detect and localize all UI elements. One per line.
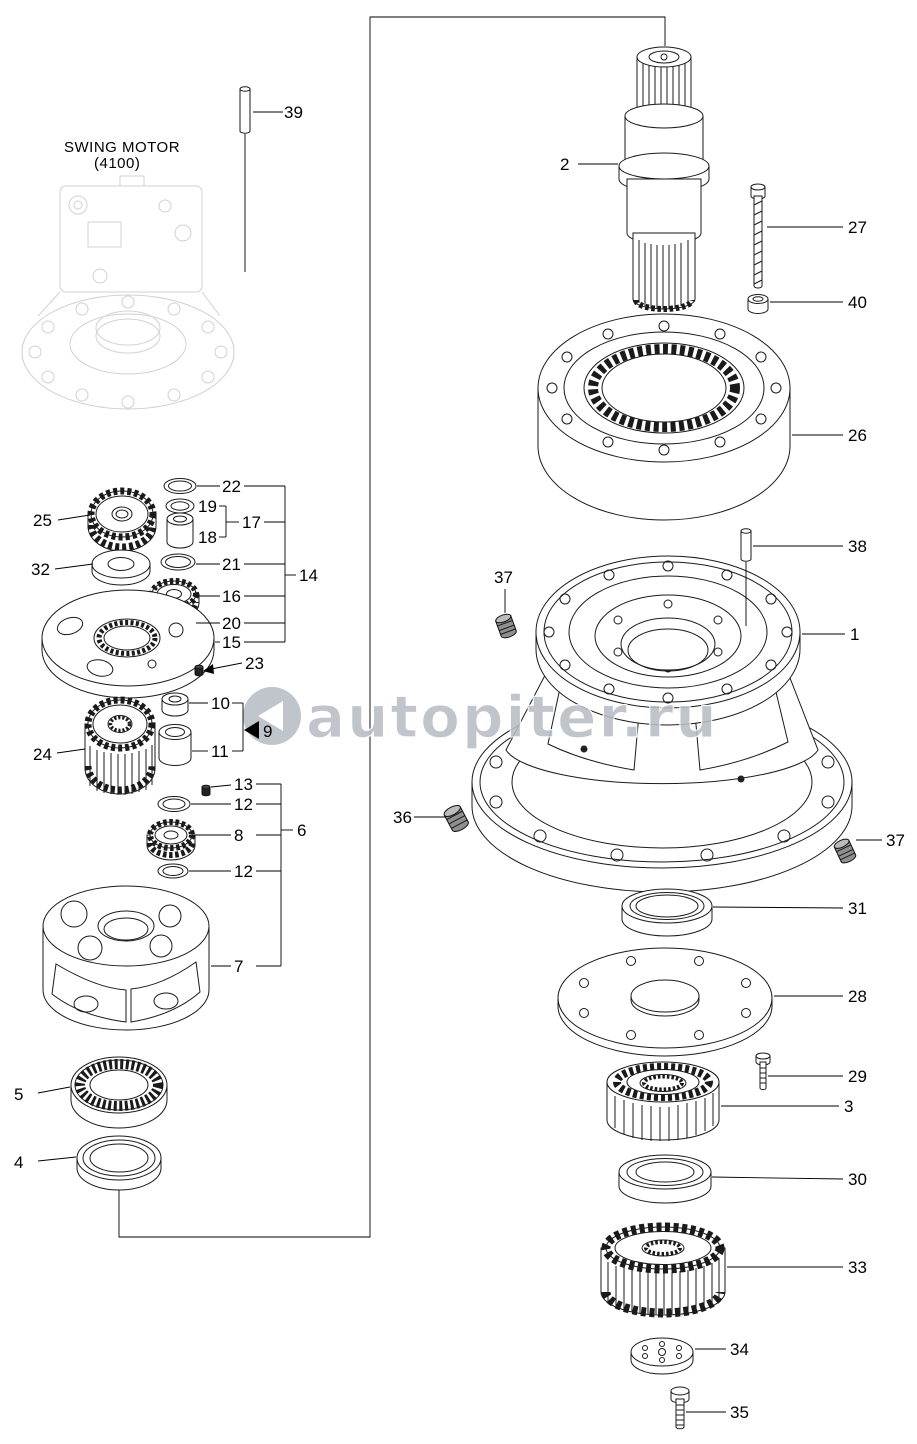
part-12-ring-lower [157, 863, 189, 879]
part-1-gear-case-housing [471, 555, 853, 893]
part-7-carrier-housing [42, 885, 210, 1031]
part-label-27: 27 [848, 218, 867, 237]
part-label-25: 25 [33, 511, 52, 530]
part-3-roller-bearing [606, 1061, 720, 1141]
part-label-33: 33 [848, 1258, 867, 1277]
part-label-15: 15 [222, 633, 241, 652]
part-label-17: 17 [242, 513, 261, 532]
part-label-6: 6 [297, 821, 306, 840]
part-label-29: 29 [848, 1067, 867, 1086]
part-label-9: 9 [263, 722, 272, 741]
part-label-36: 36 [393, 808, 412, 827]
part-label-40: 40 [848, 293, 867, 312]
part-10-bushing [161, 692, 189, 717]
part-label-39: 39 [284, 103, 303, 122]
part-11-bushing [158, 724, 192, 766]
part-39-pin [239, 86, 251, 134]
view-arrow-23 [203, 664, 214, 674]
part-label-8: 8 [234, 826, 243, 845]
part-36-plug [443, 804, 469, 832]
view-arrow-9 [244, 721, 259, 739]
part-labels: SWING MOTOR (4100) 39 2 27 40 26 38 37 1… [14, 103, 905, 1422]
part-label-14: 14 [299, 566, 318, 585]
part-label-31: 31 [848, 899, 867, 918]
part-label-34: 34 [730, 1340, 749, 1359]
part-23-pin [194, 664, 204, 677]
part-29-bolt [755, 1052, 771, 1090]
part-38-pin [740, 528, 752, 562]
part-21-washer [160, 553, 196, 571]
part-label-11: 11 [211, 742, 229, 761]
part-label-2: 2 [560, 155, 569, 174]
part-label-28: 28 [848, 987, 867, 1006]
part-5-needle-bearing [70, 1056, 168, 1129]
part-13-pin [201, 784, 211, 797]
part-label-10: 10 [211, 694, 230, 713]
part-31-bearing-race [621, 888, 713, 937]
part-label-32: 32 [31, 560, 50, 579]
part-label-16: 16 [222, 587, 241, 606]
part-label-37-left: 37 [494, 568, 513, 587]
part-28-cover-plate [557, 947, 773, 1057]
part-33-sun-gear [600, 1222, 726, 1318]
part-34-retainer-plate [630, 1337, 694, 1375]
part-4-seal-ring [76, 1135, 162, 1191]
swing-motor-caption-line1: SWING MOTOR [64, 139, 180, 156]
part-label-20: 20 [222, 614, 241, 633]
callout-lines [37, 111, 882, 1413]
part-label-35: 35 [730, 1403, 749, 1422]
part-label-26: 26 [848, 426, 867, 445]
watermark: autopiter.ru [243, 682, 719, 752]
swing-motor-ghost [21, 175, 235, 410]
part-37-plug-left [495, 613, 517, 639]
part-8-gear [146, 819, 196, 861]
part-32-thrust-washer [91, 549, 151, 586]
part-24-planet-gear [84, 696, 156, 795]
part-40-nut [747, 294, 769, 314]
part-22-snap-ring [163, 478, 197, 494]
swing-motor-caption-line2: (4100) [94, 155, 140, 172]
part-18-bushing [166, 512, 194, 549]
part-label-23: 23 [245, 654, 264, 673]
part-label-1: 1 [850, 625, 859, 644]
part-label-5: 5 [14, 1085, 23, 1104]
part-2-drive-shaft [618, 46, 710, 312]
part-27-bolt [750, 183, 766, 289]
part-30-ring [618, 1154, 712, 1204]
watermark-text: autopiter.ru [306, 683, 719, 751]
part-label-24: 24 [33, 745, 52, 764]
part-label-12-upper: 12 [234, 795, 253, 814]
part-label-3: 3 [844, 1097, 853, 1116]
part-15-carrier-plate [41, 589, 215, 699]
part-label-7: 7 [234, 957, 243, 976]
part-12-ring-upper [157, 796, 191, 812]
part-35-bolt [670, 1386, 690, 1430]
part-label-12-lower: 12 [234, 862, 253, 881]
part-label-21: 21 [222, 555, 241, 574]
part-26-ring-gear [537, 313, 791, 521]
part-25-planet-gear [87, 487, 157, 552]
part-label-37-right: 37 [886, 831, 905, 850]
part-label-30: 30 [848, 1170, 867, 1189]
part-label-22: 22 [222, 477, 241, 496]
part-label-18: 18 [198, 528, 217, 547]
part-label-13: 13 [234, 775, 253, 794]
assembly-connector-lines [118, 16, 666, 1238]
part-label-38: 38 [848, 537, 867, 556]
part-37-plug-right [833, 838, 857, 864]
part-label-4: 4 [14, 1153, 23, 1172]
part-label-19: 19 [198, 497, 217, 516]
part-19-washer [165, 498, 195, 514]
